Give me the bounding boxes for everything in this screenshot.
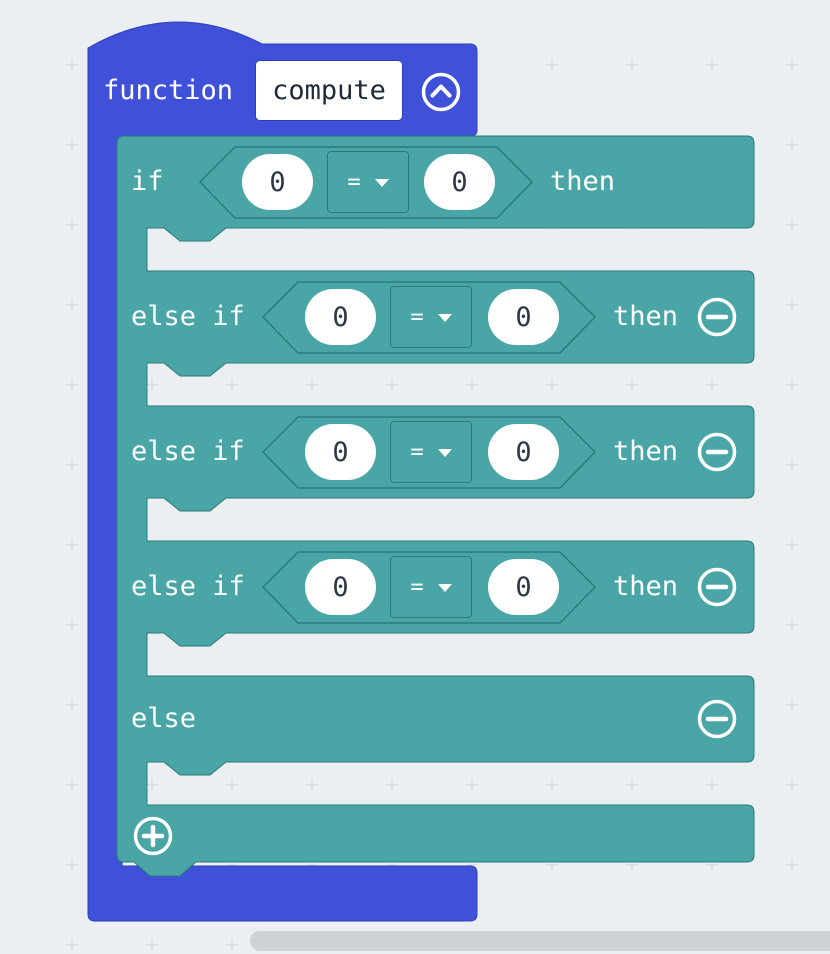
if-keyword: if: [131, 166, 164, 197]
then-keyword: then: [613, 571, 679, 602]
condition-right-input[interactable]: 0: [488, 289, 559, 345]
operator-label: =: [410, 574, 424, 600]
dropdown-caret-icon: [437, 449, 452, 457]
condition-left-input[interactable]: 0: [305, 559, 376, 615]
condition-right-input[interactable]: 0: [488, 424, 559, 480]
else-keyword: else: [131, 703, 197, 734]
else-if-keyword: else if: [131, 571, 245, 602]
dropdown-caret-icon: [437, 584, 452, 592]
plus-circle-icon[interactable]: [132, 815, 174, 861]
condition-right-input[interactable]: 0: [424, 154, 495, 210]
comparison-operator-dropdown[interactable]: =: [390, 421, 472, 483]
comparison-operator-dropdown[interactable]: =: [390, 286, 472, 348]
condition-right-input[interactable]: 0: [488, 559, 559, 615]
operator-label: =: [410, 304, 424, 330]
operator-label: =: [347, 169, 361, 195]
condition-left-input[interactable]: 0: [242, 154, 313, 210]
horizontal-scrollbar[interactable]: [250, 931, 830, 951]
minus-circle-icon[interactable]: [696, 296, 738, 342]
then-keyword: then: [613, 301, 679, 332]
function-name-field[interactable]: compute: [255, 60, 403, 121]
comparison-operator-dropdown[interactable]: =: [327, 151, 409, 213]
minus-circle-icon[interactable]: [696, 566, 738, 612]
comparison-operator-dropdown[interactable]: =: [390, 556, 472, 618]
else-if-keyword: else if: [131, 301, 245, 332]
else-if-keyword: else if: [131, 436, 245, 467]
dropdown-caret-icon: [374, 179, 389, 187]
function-keyword: function: [103, 75, 234, 106]
dropdown-caret-icon: [437, 314, 452, 322]
condition-left-input[interactable]: 0: [305, 424, 376, 480]
minus-circle-icon[interactable]: [696, 431, 738, 477]
chevron-up-circle-icon[interactable]: [420, 71, 462, 117]
operator-label: =: [410, 439, 424, 465]
if-block[interactable]: [116, 135, 755, 877]
minus-circle-icon[interactable]: [696, 698, 738, 744]
then-keyword: then: [550, 166, 616, 197]
condition-left-input[interactable]: 0: [305, 289, 376, 345]
then-keyword: then: [613, 436, 679, 467]
